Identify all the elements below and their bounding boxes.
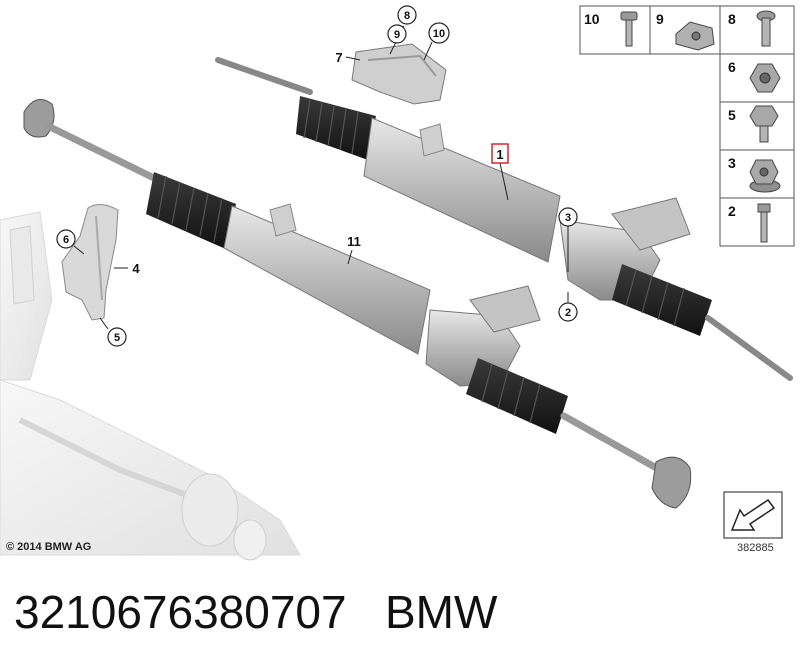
- legend-cell-2[interactable]: 2: [728, 203, 771, 243]
- legend-number-9: 9: [656, 11, 664, 27]
- steering-rack-rear: [215, 57, 793, 381]
- caption: 3210676380707 BMW: [14, 585, 497, 639]
- part-number: 3210676380707: [14, 586, 347, 638]
- legend-cell-9[interactable]: 9: [656, 11, 715, 51]
- collar-nut-icon: [749, 159, 781, 193]
- hex-bolt-icon: [749, 105, 779, 143]
- legend-cell-10[interactable]: 10: [584, 11, 638, 47]
- heat-shield-part: [61, 204, 119, 321]
- callout-9-circle: 9: [387, 24, 407, 44]
- legend-number-10: 10: [584, 11, 600, 27]
- legend-number-6: 6: [728, 59, 736, 75]
- view-arrow-box[interactable]: [723, 491, 783, 539]
- legend-number-5: 5: [728, 107, 736, 123]
- legend-number-3: 3: [728, 155, 736, 171]
- callout-9[interactable]: 9: [394, 29, 400, 41]
- screw-icon: [756, 10, 776, 47]
- callout-1[interactable]: 1: [496, 147, 503, 162]
- legend-number-2: 2: [728, 203, 736, 219]
- legend-cell-8[interactable]: 8: [728, 10, 776, 47]
- callout-2[interactable]: 2: [565, 307, 571, 319]
- callout-4[interactable]: 4: [132, 261, 140, 276]
- callout-11[interactable]: 11: [347, 234, 361, 249]
- long-bolt-icon: [757, 203, 771, 243]
- legend-cell-3[interactable]: 3: [728, 155, 781, 193]
- steering-column-ghost: [0, 211, 301, 561]
- callout-1-highlight: [491, 143, 509, 164]
- bolt-flange-icon: [620, 11, 638, 47]
- legend-cell-5[interactable]: 5: [728, 105, 779, 143]
- callout-10[interactable]: 10: [433, 28, 445, 40]
- callout-6-circle: 6: [56, 229, 76, 249]
- callout-6[interactable]: 6: [63, 234, 69, 246]
- callout-5-circle: 5: [107, 327, 127, 347]
- callout-2-circle: 2: [558, 302, 578, 322]
- copyright-text: © 2014 BMW AG: [6, 541, 92, 553]
- callout-3[interactable]: 3: [565, 212, 571, 224]
- bracket-part: [351, 43, 447, 105]
- callout-5[interactable]: 5: [114, 332, 120, 344]
- callout-8[interactable]: 8: [404, 10, 410, 22]
- diagram-id: 382885: [737, 542, 774, 554]
- legend-number-8: 8: [728, 11, 736, 27]
- callout-10-circle: 10: [428, 22, 450, 44]
- caption-gap: [347, 586, 385, 638]
- legend-cell-6[interactable]: 6: [728, 59, 781, 93]
- brand-name: BMW: [384, 586, 498, 638]
- callout-3-circle: 3: [558, 207, 578, 227]
- callout-8-circle: 8: [397, 5, 417, 25]
- nut-clip-icon: [675, 21, 715, 51]
- arrow-down-left-icon: [730, 498, 776, 531]
- callout-7[interactable]: 7: [335, 50, 342, 65]
- steering-rack-front: [23, 99, 692, 509]
- hex-nut-icon: [749, 63, 781, 93]
